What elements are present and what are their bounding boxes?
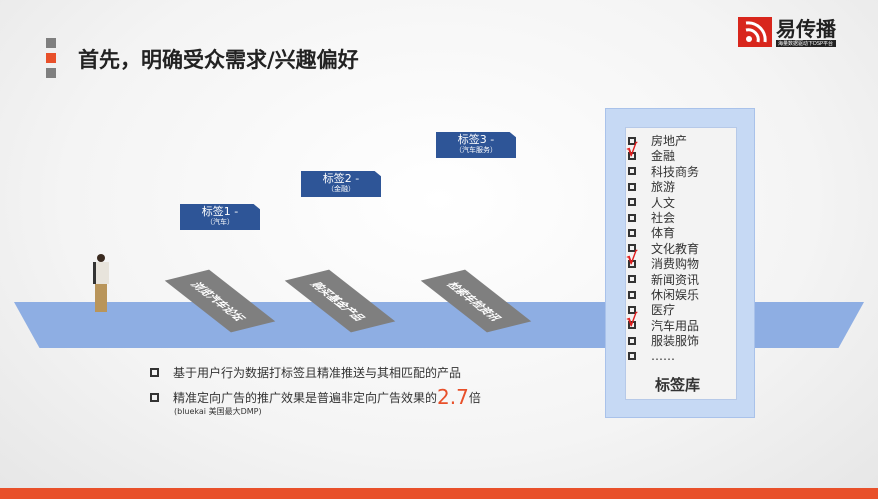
checkbox-icon[interactable] (628, 352, 636, 361)
tag-label: 服装服饰 (651, 334, 700, 349)
tag-library-item[interactable]: …… (628, 349, 675, 364)
tag-label: 人文 (651, 195, 676, 210)
tag-label: 体育 (651, 226, 676, 241)
tag-label: 新闻资讯 (651, 272, 700, 287)
tag-1: 标签1 -（汽车） (180, 204, 260, 230)
checkbox-icon[interactable] (628, 151, 636, 160)
bullet-1: 基于用户行为数据打标签且精准推送与其相匹配的产品 (150, 364, 461, 381)
person-figure (90, 254, 112, 320)
checkbox-icon[interactable] (628, 182, 636, 191)
checkbox-icon[interactable] (628, 198, 636, 207)
checkbox-icon[interactable] (628, 275, 636, 284)
checkbox-icon[interactable] (628, 167, 636, 176)
checkbox-icon[interactable] (628, 290, 636, 299)
title-bullet-gray (46, 38, 56, 48)
page-title: 首先，明确受众需求/兴趣偏好 (78, 48, 359, 72)
checkmark-icon: √ (626, 249, 638, 270)
checkbox-icon[interactable] (628, 136, 636, 145)
checkbox-icon[interactable] (628, 259, 636, 268)
tag-label: 科技商务 (651, 164, 700, 179)
tag-label: …… (651, 349, 675, 364)
tag-library-panel (625, 127, 737, 400)
multiplier-value: 2.7 (437, 385, 469, 409)
tag-label: 文化教育 (651, 241, 700, 256)
tag-label: 汽车用品 (651, 318, 700, 333)
checkbox-icon[interactable] (628, 321, 636, 330)
tag-library-item[interactable]: 体育 (628, 225, 675, 240)
tag-3: 标签3 -（汽车服务） (436, 132, 516, 158)
square-bullet-icon (150, 368, 159, 377)
tag-library-item[interactable]: 科技商务 (628, 164, 699, 179)
logo-subtitle: 海量数据驱动下DSP平台 (776, 39, 836, 47)
tag-library-item[interactable]: 旅游 (628, 179, 675, 194)
tag-label: 旅游 (651, 180, 676, 195)
source-note: (bluekai 美国最大DMP) (174, 407, 262, 416)
title-bullet-gray (46, 68, 56, 78)
tag-library-item[interactable]: 服装服饰 (628, 333, 699, 348)
tag-label: 社会 (651, 211, 676, 225)
tag-label: 金融 (651, 149, 676, 164)
tag-library-item[interactable]: 金融 (628, 148, 675, 163)
title-bullet-red (46, 53, 56, 63)
tag-library-item[interactable]: 休闲娱乐 (628, 287, 699, 302)
checkmark-icon: √ (626, 310, 638, 331)
tag-library-item[interactable]: 消费购物 (628, 256, 699, 271)
tag-label: 休闲娱乐 (651, 288, 700, 302)
rss-icon (738, 17, 772, 47)
checkbox-icon[interactable] (628, 305, 636, 314)
checkbox-icon[interactable] (628, 228, 636, 237)
tag-label: 房地产 (651, 134, 688, 148)
checkbox-icon[interactable] (628, 213, 636, 222)
square-bullet-icon (150, 392, 159, 402)
tag-library-item[interactable]: 人文 (628, 195, 675, 210)
checkmark-icon: √ (626, 141, 638, 162)
tag-label: 医疗 (651, 303, 676, 318)
tag-2: 标签2 -（金融） (301, 171, 381, 197)
tag-library-item[interactable]: 文化教育 (628, 241, 699, 256)
logo: 易传播海量数据驱动下DSP平台 (738, 17, 836, 47)
tag-library-title: 标签库 (655, 376, 701, 394)
bottom-accent-bar (0, 488, 878, 499)
logo-name: 易传播 (776, 16, 836, 41)
checkbox-icon[interactable] (628, 244, 636, 253)
tag-library-item[interactable]: 房地产 (628, 133, 687, 148)
checkbox-icon[interactable] (628, 336, 636, 345)
tag-label: 消费购物 (651, 257, 700, 272)
tag-library-item[interactable]: 医疗 (628, 302, 675, 317)
tag-library-item[interactable]: 社会 (628, 210, 675, 225)
tag-library-item[interactable]: 新闻资讯 (628, 272, 699, 287)
tag-library-item[interactable]: 汽车用品 (628, 318, 699, 333)
